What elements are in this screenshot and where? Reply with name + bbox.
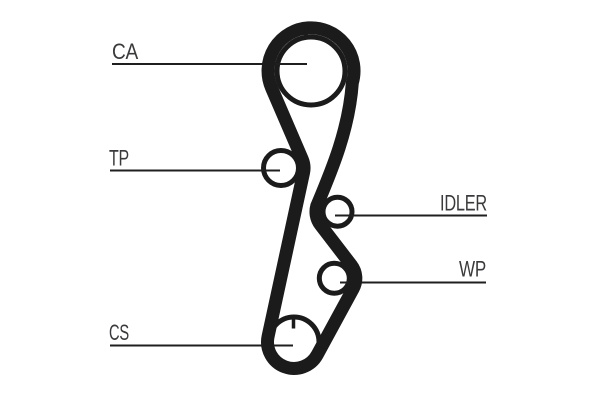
water-pump-label: WP: [459, 257, 486, 282]
crankshaft-label: CS: [109, 320, 129, 345]
idler-pulley: [320, 194, 355, 229]
idler-label: IDLER: [440, 191, 487, 216]
timing-belt-path: [261, 21, 363, 375]
tensioner-pulley: [261, 148, 301, 188]
camshaft-pulley: [274, 34, 348, 108]
camshaft-label: CA: [112, 39, 139, 64]
tensioner-label: TP: [109, 146, 129, 171]
water-pump-pulley: [316, 260, 352, 296]
